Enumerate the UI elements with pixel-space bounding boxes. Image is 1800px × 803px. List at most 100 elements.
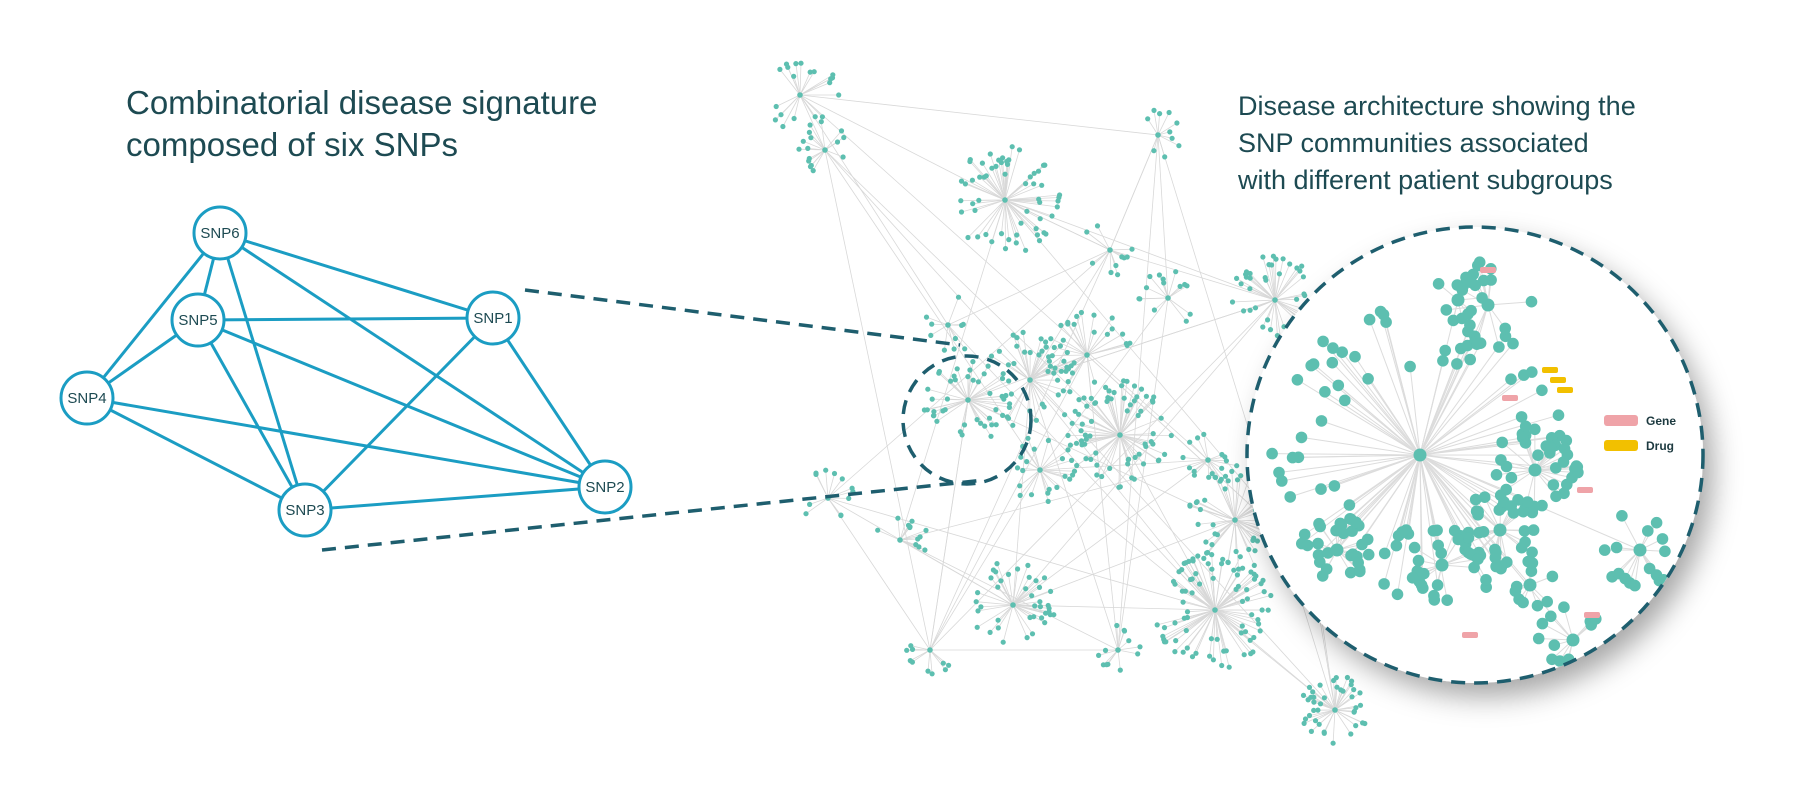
network-node xyxy=(1315,707,1321,713)
network-node xyxy=(1195,553,1201,559)
network-node xyxy=(1119,383,1125,389)
zoom-hub-node xyxy=(1493,523,1507,537)
network-hub-node xyxy=(1205,457,1211,463)
network-node xyxy=(987,390,993,396)
zoom-node xyxy=(1435,547,1447,559)
network-edge xyxy=(1211,519,1236,545)
network-node xyxy=(1023,586,1029,592)
snp-node-snp6 xyxy=(192,205,248,261)
network-node xyxy=(791,115,797,122)
network-node xyxy=(1248,651,1254,657)
network-node xyxy=(1079,442,1085,448)
network-edge xyxy=(1334,696,1353,711)
network-node xyxy=(925,668,931,674)
network-node xyxy=(1009,144,1015,150)
network-edge xyxy=(1029,379,1043,405)
network-edge xyxy=(944,324,949,351)
network-edge xyxy=(899,539,1014,606)
gene-marker xyxy=(1480,267,1496,273)
network-node xyxy=(1247,270,1253,277)
network-node xyxy=(1270,253,1276,259)
network-node xyxy=(1163,639,1169,645)
network-node xyxy=(996,157,1002,163)
network-node xyxy=(1065,432,1071,439)
network-node xyxy=(1057,192,1063,198)
zoom-node xyxy=(1465,276,1477,289)
zoom-node xyxy=(1315,415,1328,427)
network-edge xyxy=(1109,434,1121,469)
network-edge xyxy=(1004,149,1020,201)
network-node xyxy=(999,375,1006,382)
network-edge xyxy=(1236,278,1276,301)
network-node xyxy=(1172,620,1178,626)
network-node xyxy=(1161,280,1167,286)
network-edge xyxy=(1117,134,1159,651)
network-edge xyxy=(1004,199,1026,251)
zoom-node xyxy=(1527,524,1540,536)
network-node xyxy=(1186,465,1193,471)
network-node xyxy=(1037,599,1043,605)
network-hub-node xyxy=(1232,517,1238,523)
network-node xyxy=(1072,408,1078,414)
network-edge xyxy=(1119,401,1154,436)
snp-edge-snp5-snp3 xyxy=(196,319,307,511)
network-node xyxy=(1116,484,1122,490)
network-edge xyxy=(998,160,1006,201)
network-edge xyxy=(947,297,959,326)
network-node xyxy=(807,122,813,128)
network-node xyxy=(1173,638,1179,644)
network-node xyxy=(1027,174,1033,180)
architecture-caption-line-1: Disease architecture showing the xyxy=(1238,91,1636,121)
network-edge xyxy=(929,249,1111,651)
network-node xyxy=(1234,477,1241,483)
network-node xyxy=(1018,454,1024,460)
network-node xyxy=(1300,692,1307,699)
network-edge xyxy=(1052,354,1088,357)
zoom-node xyxy=(1464,353,1476,366)
zoom-hub-node xyxy=(1435,558,1449,572)
network-node xyxy=(1150,399,1156,405)
zoom-node xyxy=(1536,617,1549,630)
network-node xyxy=(987,151,993,157)
network-edge xyxy=(1146,287,1169,299)
network-node xyxy=(1351,687,1357,693)
network-edge xyxy=(1086,315,1095,356)
network-node xyxy=(1091,329,1097,335)
network-node xyxy=(798,60,804,66)
network-node xyxy=(1238,281,1244,287)
network-node xyxy=(830,72,836,78)
network-node xyxy=(1043,231,1049,237)
network-node xyxy=(958,209,965,215)
network-node xyxy=(1094,223,1101,229)
network-edge xyxy=(1098,649,1119,656)
network-edge xyxy=(1234,479,1238,521)
network-edge xyxy=(1211,609,1216,639)
network-node xyxy=(812,114,818,120)
network-node xyxy=(1187,503,1193,509)
network-edge xyxy=(825,470,829,499)
network-edge xyxy=(1086,334,1108,356)
network-node xyxy=(1299,263,1305,269)
zoom-node xyxy=(1610,541,1623,554)
zoom-edge xyxy=(1419,414,1559,456)
snp-label-snp3: SNP3 xyxy=(285,502,324,519)
zoom-node xyxy=(1313,517,1325,530)
zoom-edge xyxy=(1292,454,1421,459)
network-node xyxy=(1189,590,1195,596)
network-node xyxy=(1026,574,1032,580)
zoom-node xyxy=(1352,556,1364,569)
network-hub-node xyxy=(1155,132,1161,138)
zoom-node xyxy=(1431,579,1444,591)
network-edge xyxy=(991,355,1031,381)
network-edge xyxy=(1334,689,1354,711)
network-hub-node xyxy=(822,147,828,153)
zoom-edge xyxy=(1331,362,1421,456)
zoom-edge xyxy=(1321,420,1421,456)
network-edge xyxy=(1117,649,1121,671)
network-edge xyxy=(1004,199,1058,208)
gene-marker xyxy=(1502,395,1518,401)
network-edge xyxy=(780,94,801,115)
zoom-node xyxy=(1464,319,1476,331)
network-edge xyxy=(1086,231,1111,251)
zoom-node xyxy=(1291,374,1304,386)
